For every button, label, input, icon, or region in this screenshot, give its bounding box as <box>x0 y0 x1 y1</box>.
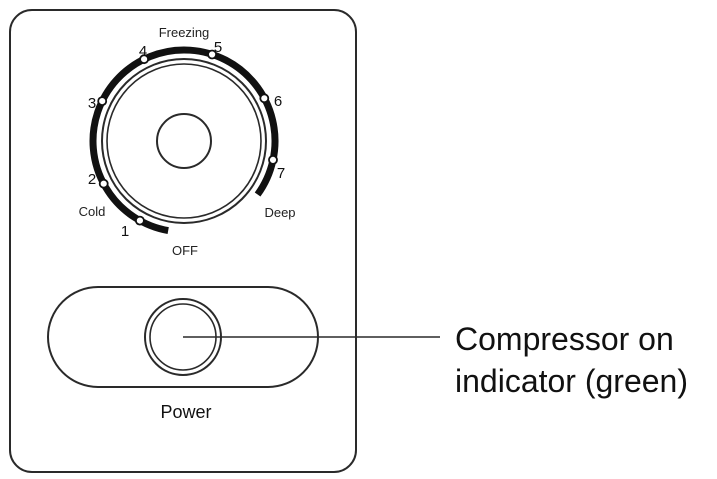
position-label-4: 4 <box>139 43 147 60</box>
position-label-3: 3 <box>88 95 96 112</box>
position-label-2: 2 <box>88 171 96 188</box>
position-dot-4 <box>139 54 150 65</box>
position-dot-6 <box>259 93 270 104</box>
position-label-6: 6 <box>274 93 282 110</box>
label-freezing: Freezing <box>159 25 210 40</box>
thermostat-knob-rim <box>106 63 262 219</box>
callout-line-1: Compressor on <box>455 321 674 357</box>
power-label: Power <box>160 402 211 422</box>
compressor-indicator-callout: Compressor on indicator (green) <box>455 318 688 402</box>
position-dot-7 <box>268 154 278 165</box>
position-dot-2 <box>98 178 109 189</box>
position-label-1: 1 <box>121 223 129 240</box>
position-label-7: 7 <box>277 165 285 182</box>
position-dot-3 <box>97 96 108 106</box>
label-deep: Deep <box>264 205 295 220</box>
callout-line-2: indicator (green) <box>455 363 688 399</box>
label-off: OFF <box>172 243 198 258</box>
position-dot-1 <box>134 215 145 226</box>
knob-center-cap <box>156 113 212 169</box>
position-dot-5 <box>207 49 218 60</box>
position-markers <box>97 49 278 226</box>
temperature-scale-arc <box>89 46 279 235</box>
label-cold: Cold <box>79 204 106 219</box>
position-label-5: 5 <box>214 39 222 56</box>
